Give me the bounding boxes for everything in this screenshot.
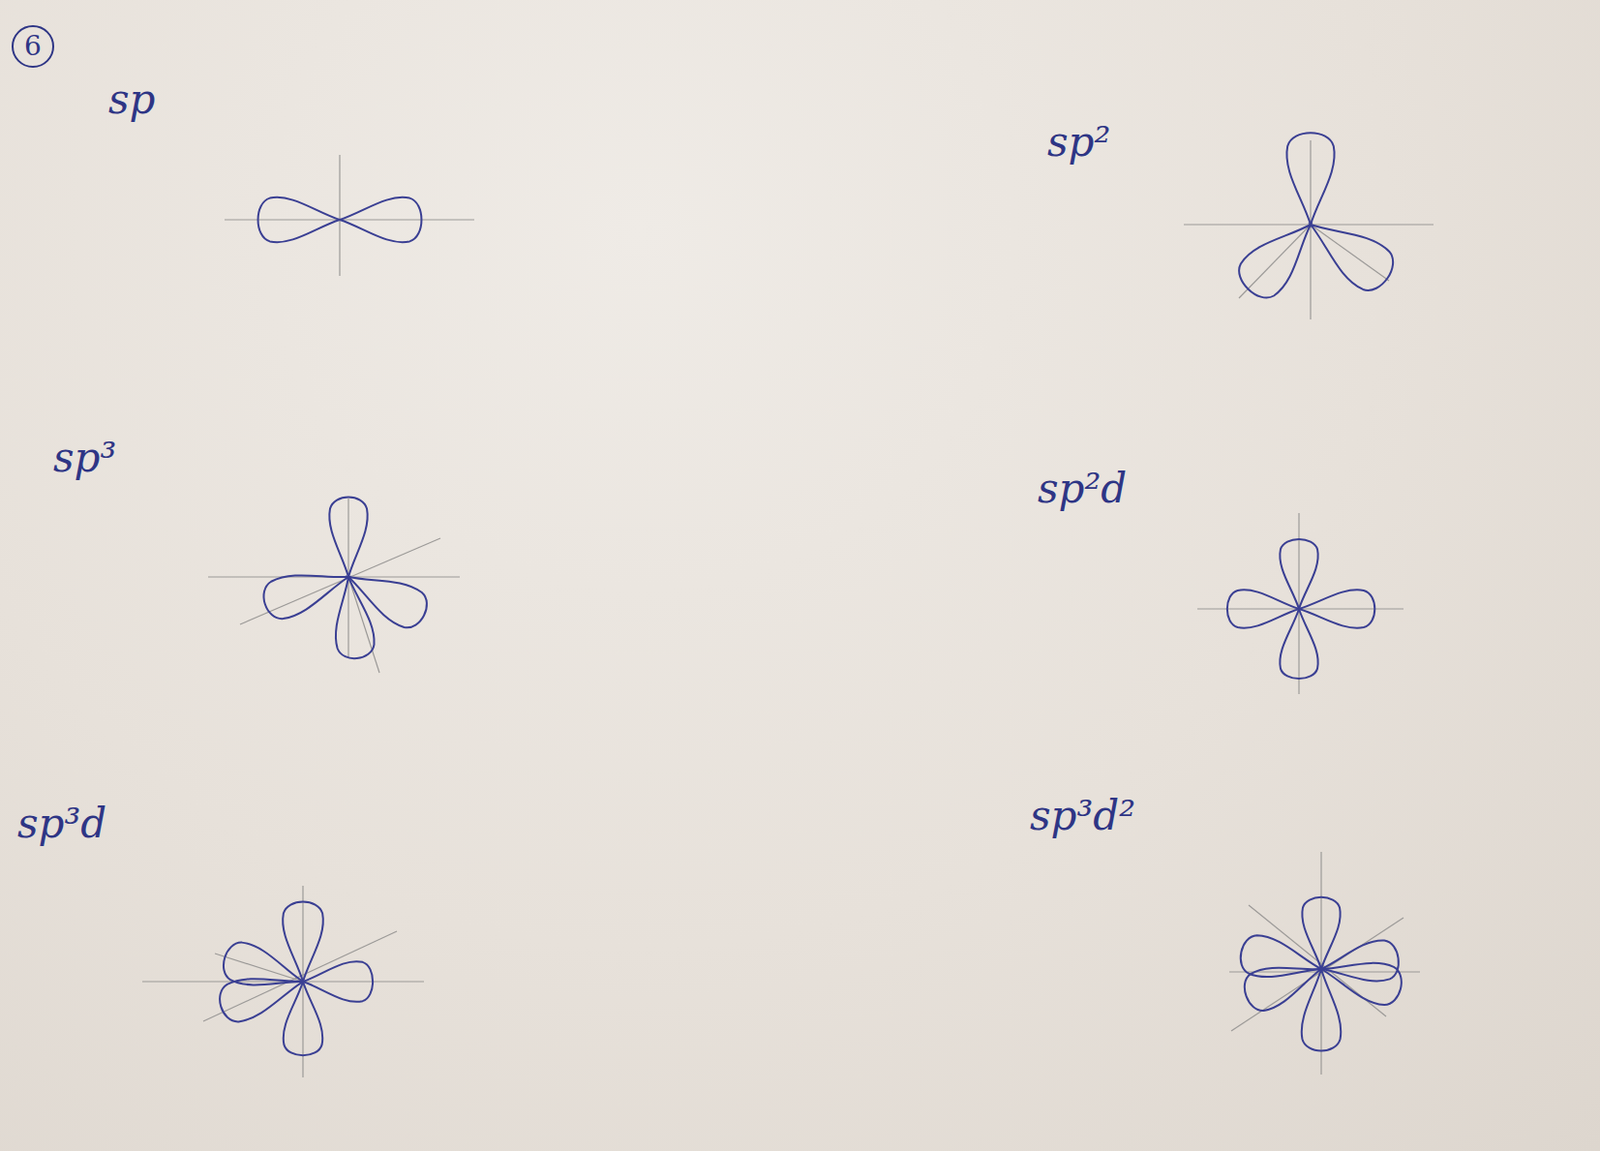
hybridization-label: sp²d (1037, 468, 1127, 510)
hybridization-label: sp³d (17, 803, 107, 845)
hybridization-label: sp³d² (1029, 795, 1136, 837)
hybridization-label: sp³ (53, 437, 117, 479)
pencil-axes (142, 140, 1434, 1078)
hybridization-label: sp² (1047, 121, 1111, 163)
hybridization-label: sp (108, 79, 155, 121)
orbital-lobes (214, 132, 1406, 1056)
problem-number: 6 (11, 25, 55, 68)
